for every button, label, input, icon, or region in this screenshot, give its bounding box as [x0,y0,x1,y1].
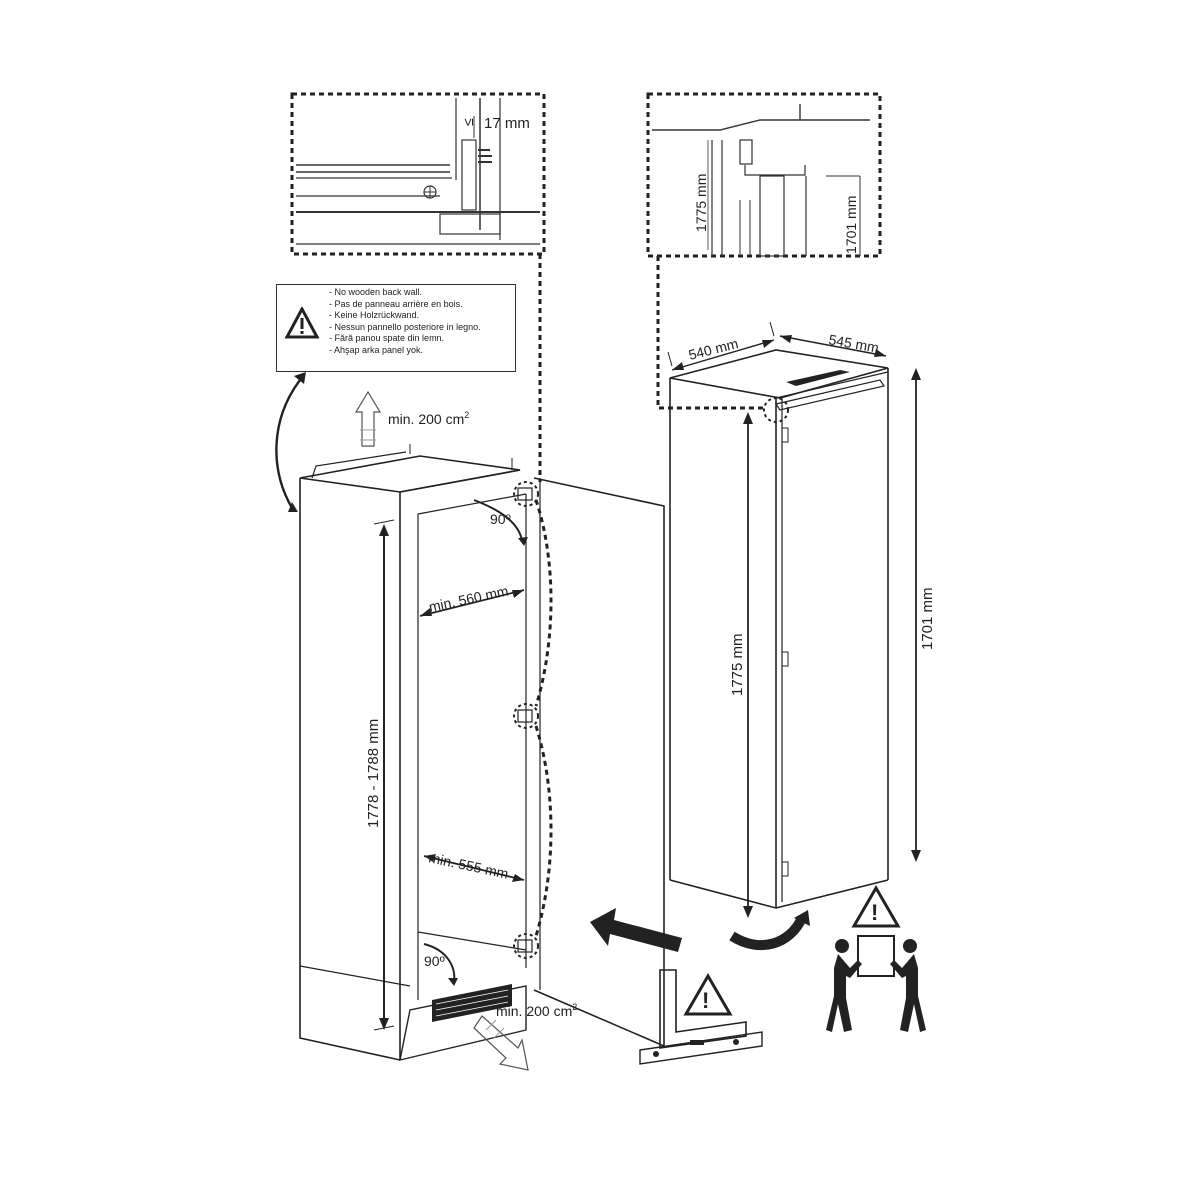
niche-width-bottom-label: min. 555 mm [427,849,509,881]
niche-width-bottom-dimension [423,854,525,882]
warning-line-ro: - Fără panou spate din lemn. [329,333,445,343]
niche-width-top-label: min. 560 mm [427,582,509,614]
no-wooden-back-wall-warning: - No wooden back wall. - Pas de panneau … [276,284,516,372]
spirit-level: ! [639,969,763,1065]
warning-line-de: - Keine Holzrückwand. [329,310,420,320]
warning-line-tr: - Ahşap arka panel yok. [329,344,424,355]
fridge-width-dimension [779,335,887,357]
svg-text:!: ! [871,900,878,925]
fridge-width-label: 545 mm [827,331,880,356]
warning-line-fr: - Pas de panneau arrière en bois. [329,298,463,309]
back-wall-pointer-arrow [275,379,301,509]
gap-symbol: ≤ [460,118,476,126]
niche-width-top-dimension [419,589,525,617]
angle-bottom-label: 90º [424,953,445,969]
gap-17-label: 17 mm [484,115,530,132]
fridge-1775-label: 1775 mm [729,633,746,696]
detail-1775-label: 1775 mm [693,174,709,232]
hinge-gap-detail: ≤ 17 mm [290,92,546,256]
warning-line-it: - Nessun pannello posteriore in legno. [329,321,481,332]
vent-top-label: min. 200 cm2 [388,410,469,427]
angle-top-label: 90º [490,511,511,527]
warning-text-list: - No wooden back wall. - Pas de panneau … [329,287,481,356]
two-person-lift-warning: ! [826,885,926,1032]
furniture-door [533,477,665,1048]
niche-height-dimension [373,519,395,1031]
refrigerator [669,349,889,909]
svg-text:!: ! [702,988,709,1013]
niche-height-label: 1778 - 1788 mm [365,719,382,828]
hinge-markers [513,481,553,959]
warning-line-en: - No wooden back wall. [329,287,423,297]
height-detail: 1775 mm 1701 mm [646,92,882,258]
top-vent-arrow [354,390,382,447]
fridge-depth-label: 540 mm [687,335,740,363]
warning-triangle-icon [285,307,319,339]
niche-cabinet [299,444,527,1061]
insert-direction-arrow [590,908,682,952]
angle-top-arc [473,499,523,541]
vent-bottom-label: min. 200 cm2 [496,1002,577,1019]
rotate-arrow [729,915,807,950]
detail-1701-label: 1701 mm [843,196,859,254]
fridge-depth-dimension [671,339,775,371]
fridge-1701-label: 1701 mm [919,587,936,650]
bottom-vent-arrow [473,1015,529,1071]
